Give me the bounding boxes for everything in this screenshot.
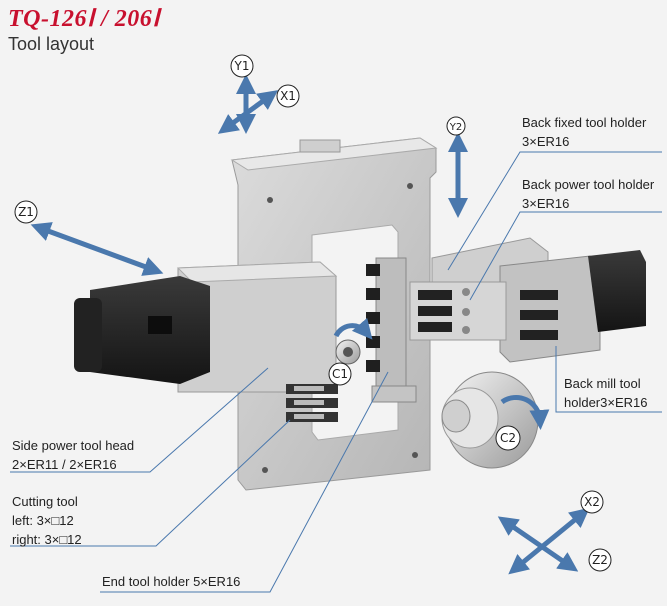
side-power-tool-head xyxy=(74,261,361,393)
end-tool-holder xyxy=(366,257,417,403)
back-tool-holders xyxy=(409,237,646,363)
back-fixed-leader xyxy=(447,151,662,271)
page-subtitle: Tool layout xyxy=(8,34,95,54)
back-mill-leader xyxy=(555,346,662,413)
sub-spindle xyxy=(441,371,539,469)
axis-badges xyxy=(14,54,612,572)
end-tool-leader xyxy=(100,371,389,593)
leader-lines xyxy=(10,151,662,593)
motion-arrows xyxy=(30,74,590,575)
y1-axis-label: Y1 xyxy=(234,59,250,73)
side-power-leader xyxy=(10,367,269,473)
c2-rotation-arrow xyxy=(500,394,550,430)
x1-arrow xyxy=(217,90,279,134)
back-fixed-tool-holder-label: Back fixed tool holder 3×ER16 xyxy=(522,115,647,149)
page-title: TQ-126Ⅰ / 206Ⅰ xyxy=(8,6,160,32)
z1-axis-label: Z1 xyxy=(18,205,34,219)
x2-axis-label: X2 xyxy=(584,495,600,509)
z1-arrow xyxy=(30,222,164,276)
back-power-leader xyxy=(469,211,662,301)
end-tool-holder-label: End tool holder 5×ER16 xyxy=(102,574,241,589)
x1-axis-label: X1 xyxy=(280,89,296,103)
c1-rotation-arrow xyxy=(333,317,373,340)
cutting-tool-label: Cutting tool left: 3×□12 right: 3×□12 xyxy=(12,494,82,547)
c2-axis-label: C2 xyxy=(500,431,516,445)
cutting-tool-leader xyxy=(10,419,291,547)
back-power-tool-holder-label: Back power tool holder 3×ER16 xyxy=(522,177,655,211)
cutting-tool-block xyxy=(286,384,338,422)
back-mill-tool-holder-label: Back mill tool holder3×ER16 xyxy=(564,376,648,410)
c1-axis-label: C1 xyxy=(332,367,348,381)
x2-arrow xyxy=(508,507,590,575)
z2-axis-label: Z2 xyxy=(592,553,608,567)
side-power-tool-head-label: Side power tool head 2×ER11 / 2×ER16 xyxy=(12,438,135,472)
y2-axis-label: Y2 xyxy=(449,122,462,133)
